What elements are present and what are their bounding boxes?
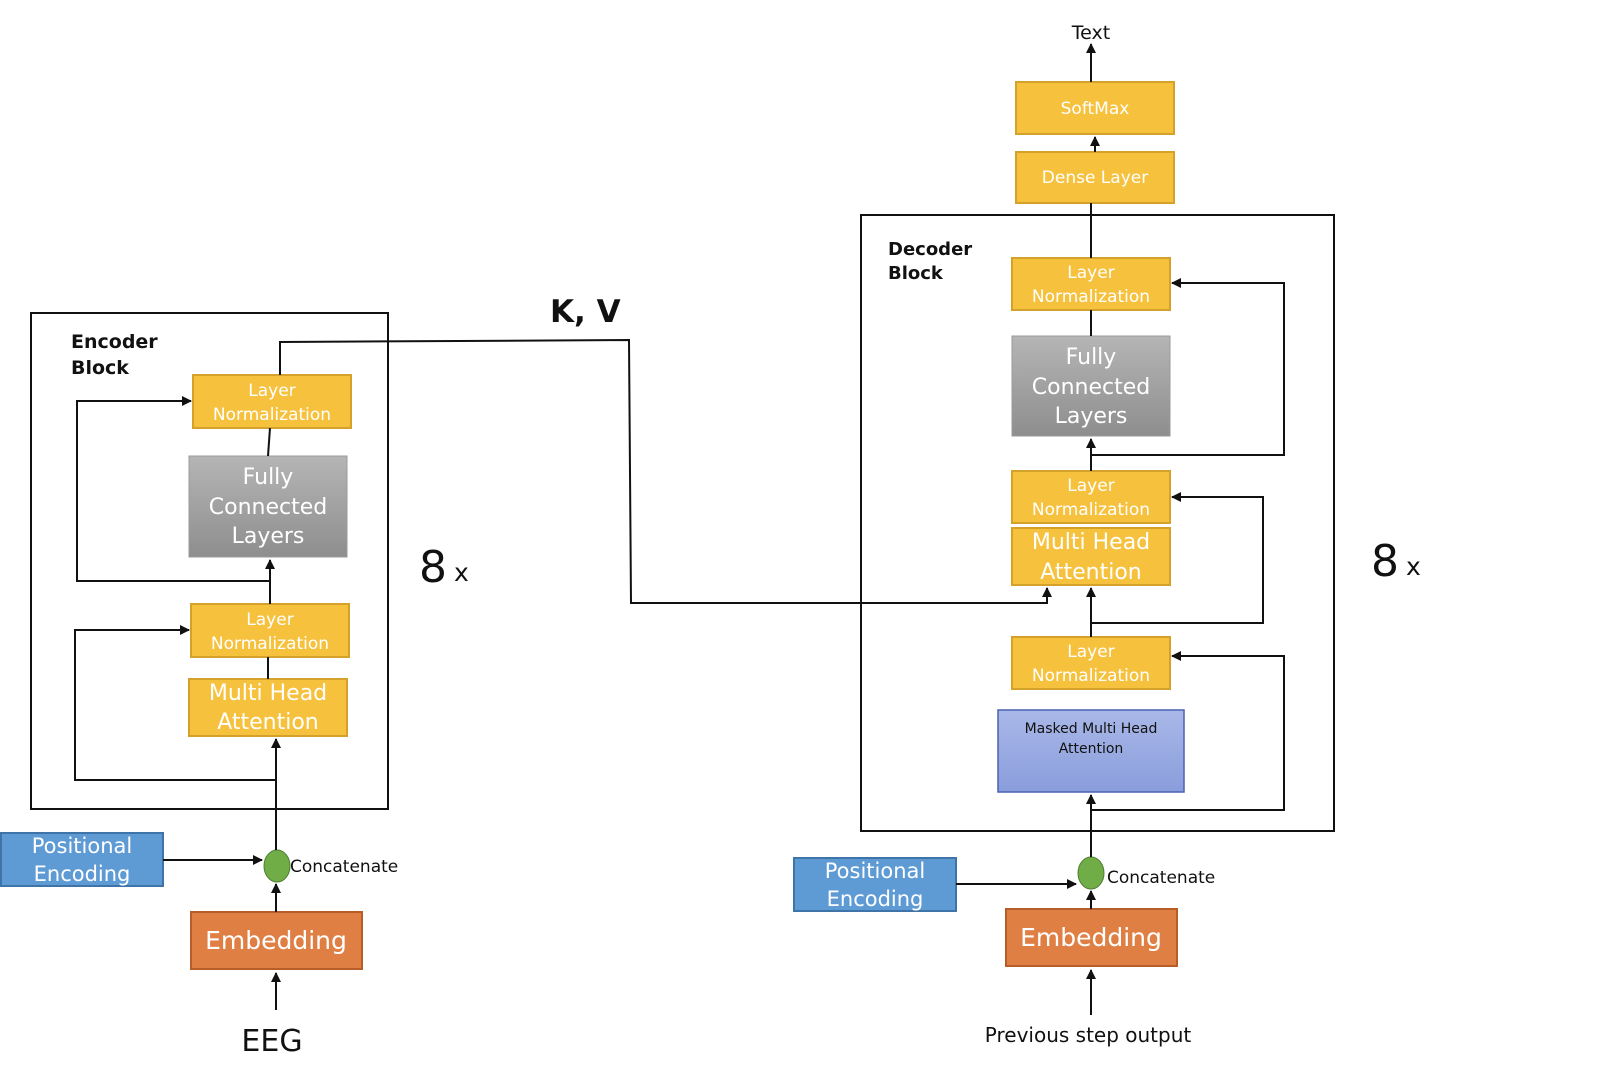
decoder-residual-1	[1091, 651, 1285, 811]
svg-text:Encoding: Encoding	[827, 887, 924, 911]
decoder-positional-encoding: Positional Encoding	[793, 857, 957, 912]
encoder-repeat-count: 8	[419, 542, 447, 593]
decoder-repeat-count: 8	[1371, 536, 1399, 587]
kv-label: K, V	[550, 294, 621, 330]
decoder-residual-3	[1091, 278, 1285, 456]
encoder-residual-1	[74, 625, 276, 781]
svg-text:Attention: Attention	[1059, 741, 1124, 757]
decoder-residual-2	[1091, 492, 1264, 624]
svg-text:Multi Head: Multi Head	[1032, 530, 1150, 555]
decoder-layer-norm-top: Layer Normalization	[1011, 257, 1171, 311]
decoder-concat-node	[1077, 856, 1105, 890]
decoder-block-frame	[860, 214, 1335, 832]
svg-text:Positional: Positional	[32, 834, 132, 858]
decoder-input-label: Previous step output	[985, 1023, 1192, 1047]
svg-text:Layer: Layer	[1067, 642, 1114, 662]
decoder-block-label: Decoder	[888, 239, 972, 260]
encoder-block-label-line2: Block	[71, 357, 129, 379]
encoder-block-label: Encoder	[71, 331, 158, 353]
svg-text:Normalization: Normalization	[213, 405, 331, 425]
decoder-softmax: SoftMax	[1015, 81, 1175, 135]
svg-text:SoftMax: SoftMax	[1061, 99, 1130, 119]
svg-text:Layer: Layer	[1067, 476, 1114, 496]
svg-text:Layers: Layers	[1055, 404, 1128, 429]
encoder-positional-encoding: Positional Encoding	[0, 832, 164, 887]
decoder-masked-multi-head-attention: Masked Multi Head Attention	[997, 709, 1185, 793]
encoder-embedding: Embedding	[190, 911, 363, 970]
svg-text:Embedding: Embedding	[205, 926, 347, 955]
decoder-repeat-x: x	[1406, 552, 1421, 581]
svg-text:Normalization: Normalization	[1032, 287, 1150, 307]
encoder-fully-connected-layers: Fully Connected Layers	[188, 455, 348, 558]
svg-text:Multi Head: Multi Head	[209, 681, 327, 706]
encoder-fc-to-ln	[267, 427, 271, 457]
encoder-block-frame	[30, 312, 389, 810]
svg-text:Normalization: Normalization	[1032, 500, 1150, 520]
svg-text:Normalization: Normalization	[211, 634, 329, 654]
svg-text:Embedding: Embedding	[1020, 923, 1162, 952]
svg-text:Layer: Layer	[248, 381, 295, 401]
svg-text:Layer: Layer	[1067, 263, 1114, 283]
svg-text:Layer: Layer	[246, 610, 293, 630]
svg-text:Dense Layer: Dense Layer	[1042, 168, 1148, 188]
encoder-concat-node	[263, 849, 291, 883]
decoder-output-label: Text	[1071, 22, 1110, 44]
encoder-layer-norm-bottom: Layer Normalization	[190, 603, 350, 658]
decoder-concat-label: Concatenate	[1107, 868, 1215, 888]
decoder-layer-norm-bottom: Layer Normalization	[1011, 636, 1171, 690]
decoder: Text SoftMax Dense Layer Decoder Block L…	[793, 22, 1421, 1047]
decoder-fully-connected-layers: Fully Connected Layers	[1011, 335, 1171, 437]
encoder-multi-head-attention: Multi Head Attention	[188, 678, 348, 737]
svg-text:Normalization: Normalization	[1032, 666, 1150, 686]
kv-connector	[279, 338, 1052, 604]
svg-text:Connected: Connected	[1032, 375, 1150, 400]
encoder-residual-2	[76, 396, 270, 582]
decoder-multi-head-attention: Multi Head Attention	[1011, 527, 1171, 586]
decoder-block-label-line2: Block	[888, 263, 944, 284]
decoder-dense-layer: Dense Layer	[1015, 151, 1175, 204]
svg-text:Fully: Fully	[243, 465, 294, 490]
decoder-layer-norm-mid: Layer Normalization	[1011, 470, 1171, 524]
svg-text:Connected: Connected	[209, 495, 327, 520]
encoder-layer-norm-top: Layer Normalization	[192, 374, 352, 429]
svg-text:Layers: Layers	[232, 524, 305, 549]
encoder: Encoder Block Layer Normalization Fully …	[0, 294, 1052, 1059]
decoder-embedding: Embedding	[1005, 908, 1178, 967]
svg-text:Positional: Positional	[825, 859, 925, 883]
encoder-input-label: EEG	[241, 1024, 302, 1059]
svg-text:Fully: Fully	[1066, 345, 1117, 370]
svg-text:Encoding: Encoding	[34, 862, 131, 886]
svg-text:Attention: Attention	[217, 710, 319, 735]
svg-text:Attention: Attention	[1040, 560, 1142, 585]
encoder-repeat-x: x	[454, 558, 469, 587]
svg-text:Masked Multi Head: Masked Multi Head	[1025, 721, 1158, 737]
encoder-concat-label: Concatenate	[290, 857, 398, 877]
